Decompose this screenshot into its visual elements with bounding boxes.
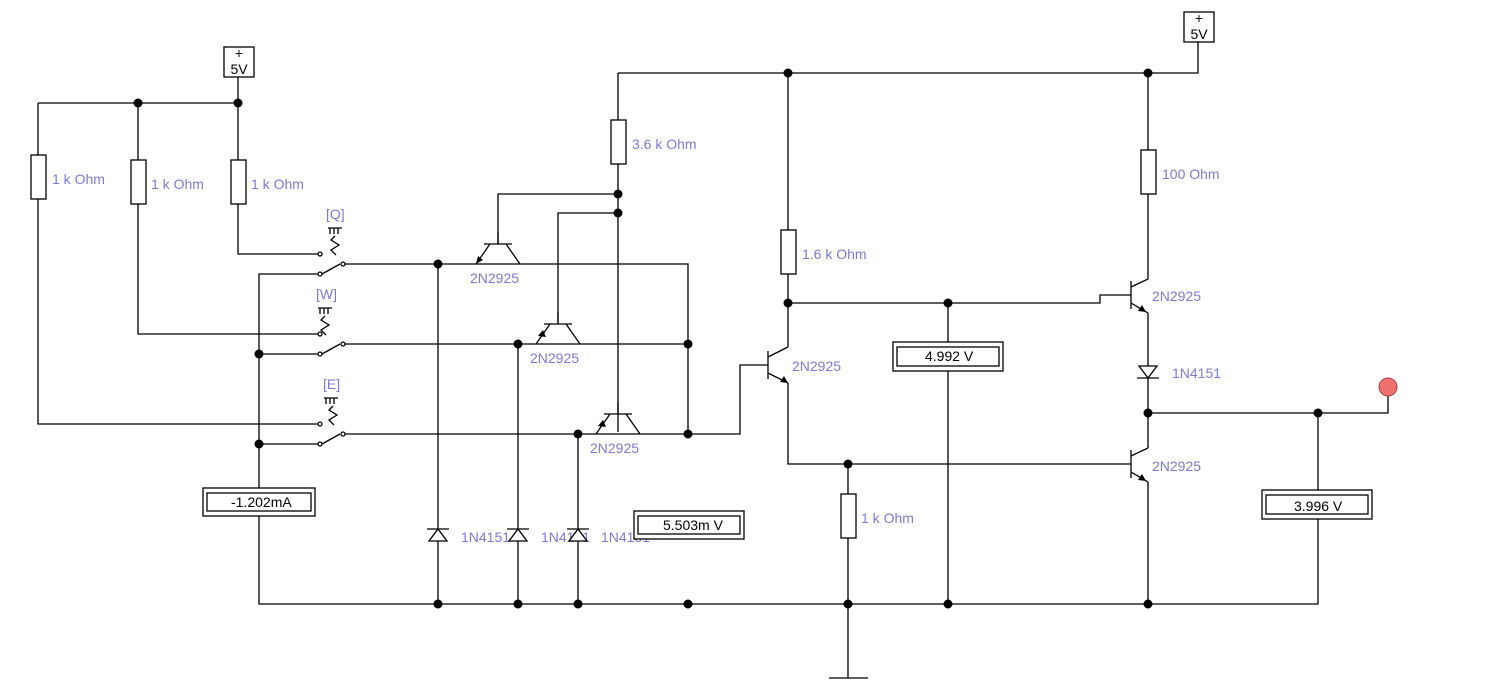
supply-left-label: 5V [230, 61, 248, 77]
transistor-5[interactable]: 2N2925 [1130, 278, 1201, 314]
supply-right-label: 5V [1190, 26, 1208, 42]
diode-4[interactable]: 1N4151 [1137, 365, 1221, 381]
wires [37, 42, 1389, 678]
voltmeter-top-reading: 4.992 V [925, 348, 974, 364]
junction-dots [133, 68, 1323, 609]
diode-1[interactable]: 1N4151 [427, 527, 510, 545]
transistor-1-label: 2N2925 [470, 270, 519, 286]
ammeter-reading: -1.202mA [231, 494, 292, 510]
output-probe[interactable] [1378, 377, 1398, 397]
voltmeter-mid-reading: 5.503m V [663, 517, 724, 533]
ammeter[interactable]: -1.202mA [202, 487, 316, 517]
resistor-left-1[interactable]: 1 k Ohm [30, 154, 105, 200]
resistor-left-3[interactable]: 1 k Ohm [230, 159, 304, 205]
diode-1-label: 1N4151 [461, 529, 510, 545]
transistor-2[interactable]: 2N2925 [530, 312, 581, 366]
resistor-1-6k-label: 1.6 k Ohm [802, 246, 867, 262]
transistor-3-label: 2N2925 [590, 440, 639, 456]
supply-left[interactable]: + 5V [223, 45, 255, 78]
resistor-3-6k[interactable]: 3.6 k Ohm [610, 119, 697, 165]
voltmeter-mid[interactable]: 5.503m V [633, 510, 745, 540]
transistor-2-label: 2N2925 [530, 350, 579, 366]
supply-right-plus: + [1195, 10, 1203, 26]
switch-w[interactable]: [W] [316, 286, 346, 357]
transistor-3[interactable]: 2N2925 [590, 402, 641, 456]
switch-e[interactable]: [E] [317, 376, 346, 447]
resistor-3-6k-label: 3.6 k Ohm [632, 136, 697, 152]
transistor-6-label: 2N2925 [1152, 458, 1201, 474]
resistor-1-6k[interactable]: 1.6 k Ohm [780, 229, 867, 275]
switch-e-label: [E] [323, 376, 340, 392]
resistor-1k-bottom[interactable]: 1 k Ohm [840, 493, 914, 539]
switch-w-label: [W] [316, 286, 337, 302]
resistor-100-label: 100 Ohm [1162, 166, 1220, 182]
transistor-4-label: 2N2925 [792, 358, 841, 374]
voltmeter-out-reading: 3.996 V [1294, 498, 1343, 514]
diode-4-label: 1N4151 [1172, 365, 1221, 381]
transistor-6[interactable]: 2N2925 [1130, 447, 1201, 483]
resistor-100[interactable]: 100 Ohm [1140, 149, 1220, 195]
resistor-1k-bottom-label: 1 k Ohm [861, 510, 914, 526]
resistor-left-2-label: 1 k Ohm [151, 176, 204, 192]
transistor-4[interactable]: 2N2925 [767, 346, 841, 384]
supply-left-plus: + [235, 45, 243, 61]
supply-right[interactable]: + 5V [1183, 10, 1215, 43]
switch-q-label: [Q] [326, 206, 345, 222]
resistor-left-3-label: 1 k Ohm [251, 176, 304, 192]
voltmeter-top[interactable]: 4.992 V [892, 341, 1004, 372]
transistor-1[interactable]: 2N2925 [470, 232, 521, 286]
voltmeter-out[interactable]: 3.996 V [1261, 489, 1373, 520]
transistor-5-label: 2N2925 [1152, 288, 1201, 304]
switch-q[interactable]: [Q] [317, 206, 346, 277]
resistor-left-2[interactable]: 1 k Ohm [130, 159, 204, 205]
resistor-left-1-label: 1 k Ohm [52, 171, 105, 187]
